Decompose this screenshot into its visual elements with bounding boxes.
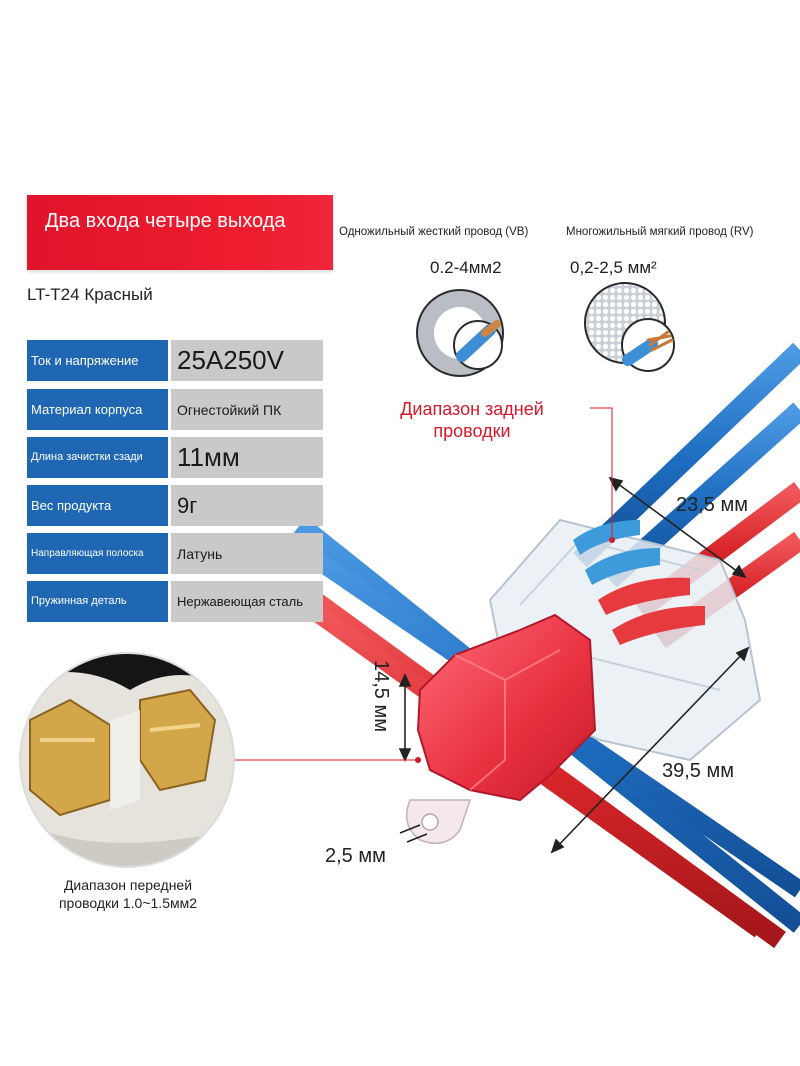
spec-value: 9г: [171, 485, 323, 526]
front-range-caption: Диапазон передней проводки 1.0~1.5мм2: [58, 877, 198, 911]
spec-value: Огнестойкий ПК: [171, 389, 323, 430]
spec-label: Пружинная деталь: [27, 581, 168, 622]
connector-red-housing: [405, 613, 597, 845]
annotation-leaders: [230, 407, 613, 761]
solid-wire-icon: [416, 289, 504, 377]
spec-label: Направляющая полоска: [27, 533, 168, 574]
spec-row-spring: Пружинная деталь Нержавеющая сталь: [27, 581, 323, 622]
dimension-lines: [398, 476, 750, 854]
solid-wire-range: 0.2-4мм2: [430, 258, 502, 277]
spec-label: Вес продукта: [27, 485, 168, 526]
spec-label: Ток и напряжение: [27, 340, 168, 381]
spec-row-material: Материал корпуса Огнестойкий ПК: [27, 389, 323, 430]
title-banner: Два входа четыре выхода: [27, 195, 333, 270]
spec-label: Материал корпуса: [27, 389, 168, 430]
spec-row-weight: Вес продукта 9г: [27, 485, 323, 526]
spec-value: 25A250V: [171, 340, 323, 381]
stranded-wire-range: 0,2-2,5 мм²: [570, 258, 657, 277]
spec-label: Длина зачистки сзади: [27, 437, 168, 478]
dimension-length: 39,5 мм: [662, 760, 734, 782]
model-name: LT-T24 Красный: [27, 285, 153, 304]
dimension-width: 23,5 мм: [676, 494, 748, 516]
rear-range-label: Диапазон задней проводки: [400, 399, 544, 441]
leader-dot-rear: [609, 537, 615, 543]
stranded-wire-name: Многожильный мягкий провод (RV): [566, 226, 754, 238]
internal-detail-inset: [19, 652, 235, 868]
spec-value: Латунь: [171, 533, 323, 574]
connector-levers: [573, 520, 705, 645]
spec-value: Нержавеющая сталь: [171, 581, 323, 622]
spec-value: 11мм: [171, 437, 323, 478]
stranded-wire-icon: [584, 282, 675, 372]
leader-dot-front: [415, 757, 421, 763]
spec-row-guide-strip: Направляющая полоска Латунь: [27, 533, 323, 574]
dimension-height: 14,5 мм: [370, 660, 392, 732]
spec-row-strip-length: Длина зачистки сзади 11мм: [27, 437, 323, 478]
dimension-hole: 2,5 мм: [325, 845, 386, 867]
banner-title: Два входа четыре выхода: [45, 210, 286, 232]
spec-row-current: Ток и напряжение 25A250V: [27, 340, 323, 381]
solid-wire-name: Одножильный жесткий провод (VB): [339, 226, 529, 238]
